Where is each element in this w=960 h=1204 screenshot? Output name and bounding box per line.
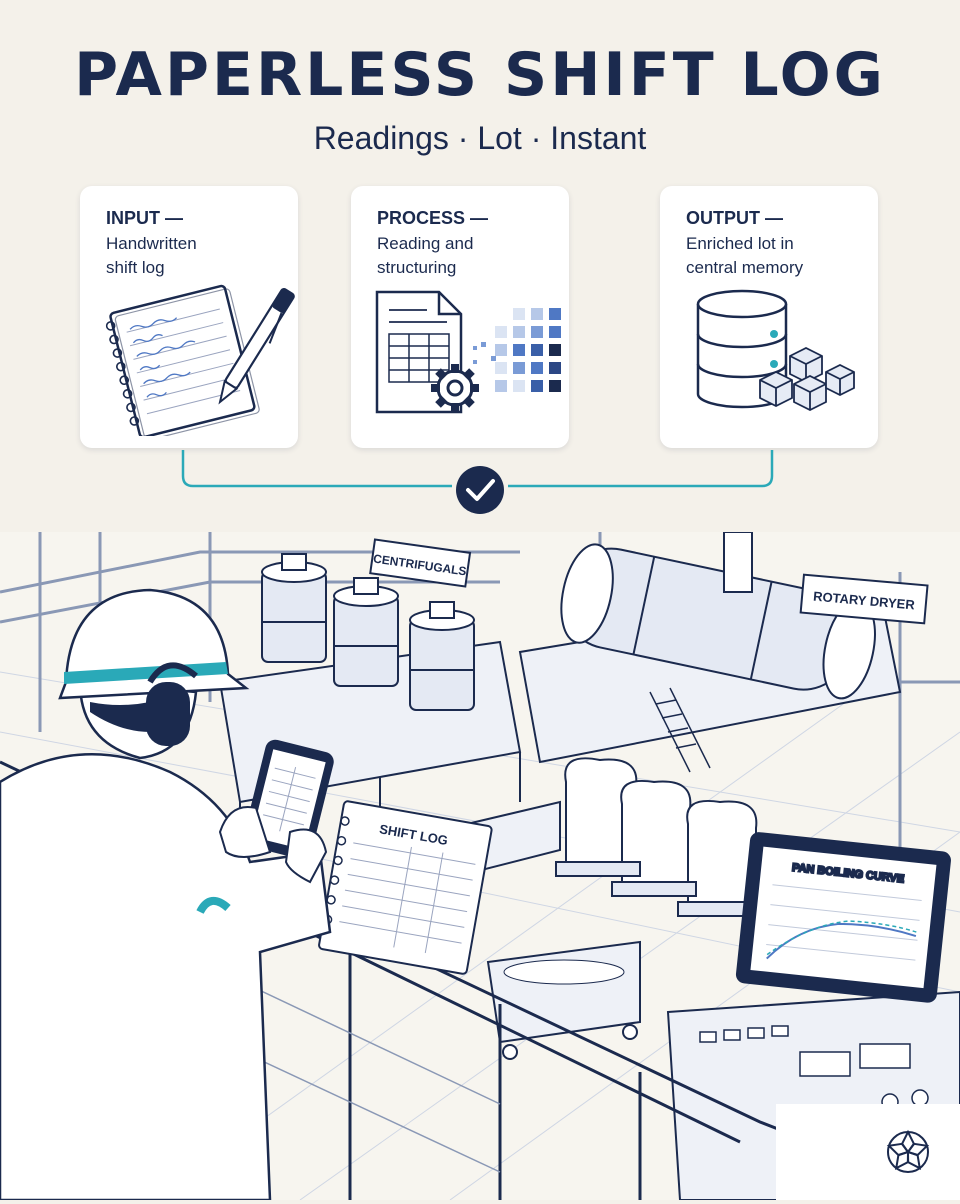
cubes-icon: [759, 346, 855, 412]
input-card: INPUT — Handwritten shift log: [80, 186, 298, 448]
worker-figure: [0, 588, 334, 1200]
notebook-pen-icon: [105, 284, 295, 436]
brand-logo-box: [776, 1104, 960, 1200]
flow-connector: [181, 450, 774, 514]
rotary-dryer-sign: ROTARY DRYER: [799, 573, 929, 625]
gear-icon: [431, 364, 479, 412]
centrifugals-sign: CENTRIFUGALS: [369, 538, 472, 588]
process-card-desc-line-2: structuring: [377, 258, 457, 277]
flower-logo-icon: [886, 1129, 930, 1173]
process-card-title: PROCESS —: [377, 208, 489, 228]
output-card-title: OUTPUT —: [686, 208, 783, 228]
output-card-desc: Enriched lot in central memory: [686, 232, 866, 280]
input-card-title: INPUT —: [106, 208, 184, 228]
factory-illustration: CENTRIFUGALS ROTARY DRYER: [0, 532, 960, 1200]
process-card-desc: Reading and structuring: [377, 232, 557, 280]
factory-scene: CENTRIFUGALS ROTARY DRYER: [0, 532, 960, 1200]
checkmark-icon: [456, 466, 504, 514]
process-card-desc-line-1: Reading and: [377, 234, 474, 253]
phone-icon: [243, 739, 334, 860]
output-card-desc-line-2: central memory: [686, 258, 804, 277]
page-subtitle: Readings · Lot · Instant: [313, 120, 647, 156]
input-card-desc: Handwritten shift log: [106, 232, 286, 280]
process-card: PROCESS — Reading and structuring: [351, 186, 569, 448]
page-title: PAPERLESS SHIFT LOG: [74, 40, 886, 110]
database-cubes-icon: [696, 289, 855, 412]
document-gear-icon: [375, 290, 561, 414]
input-card-desc-line-1: Handwritten: [106, 234, 197, 253]
input-card-desc-line-2: shift log: [106, 258, 165, 277]
output-card: OUTPUT — Enriched lot in central memory: [660, 186, 878, 448]
shift-log-notebook: SHIFT LOG: [318, 800, 493, 975]
output-card-desc-line-1: Enriched lot in: [686, 234, 794, 253]
